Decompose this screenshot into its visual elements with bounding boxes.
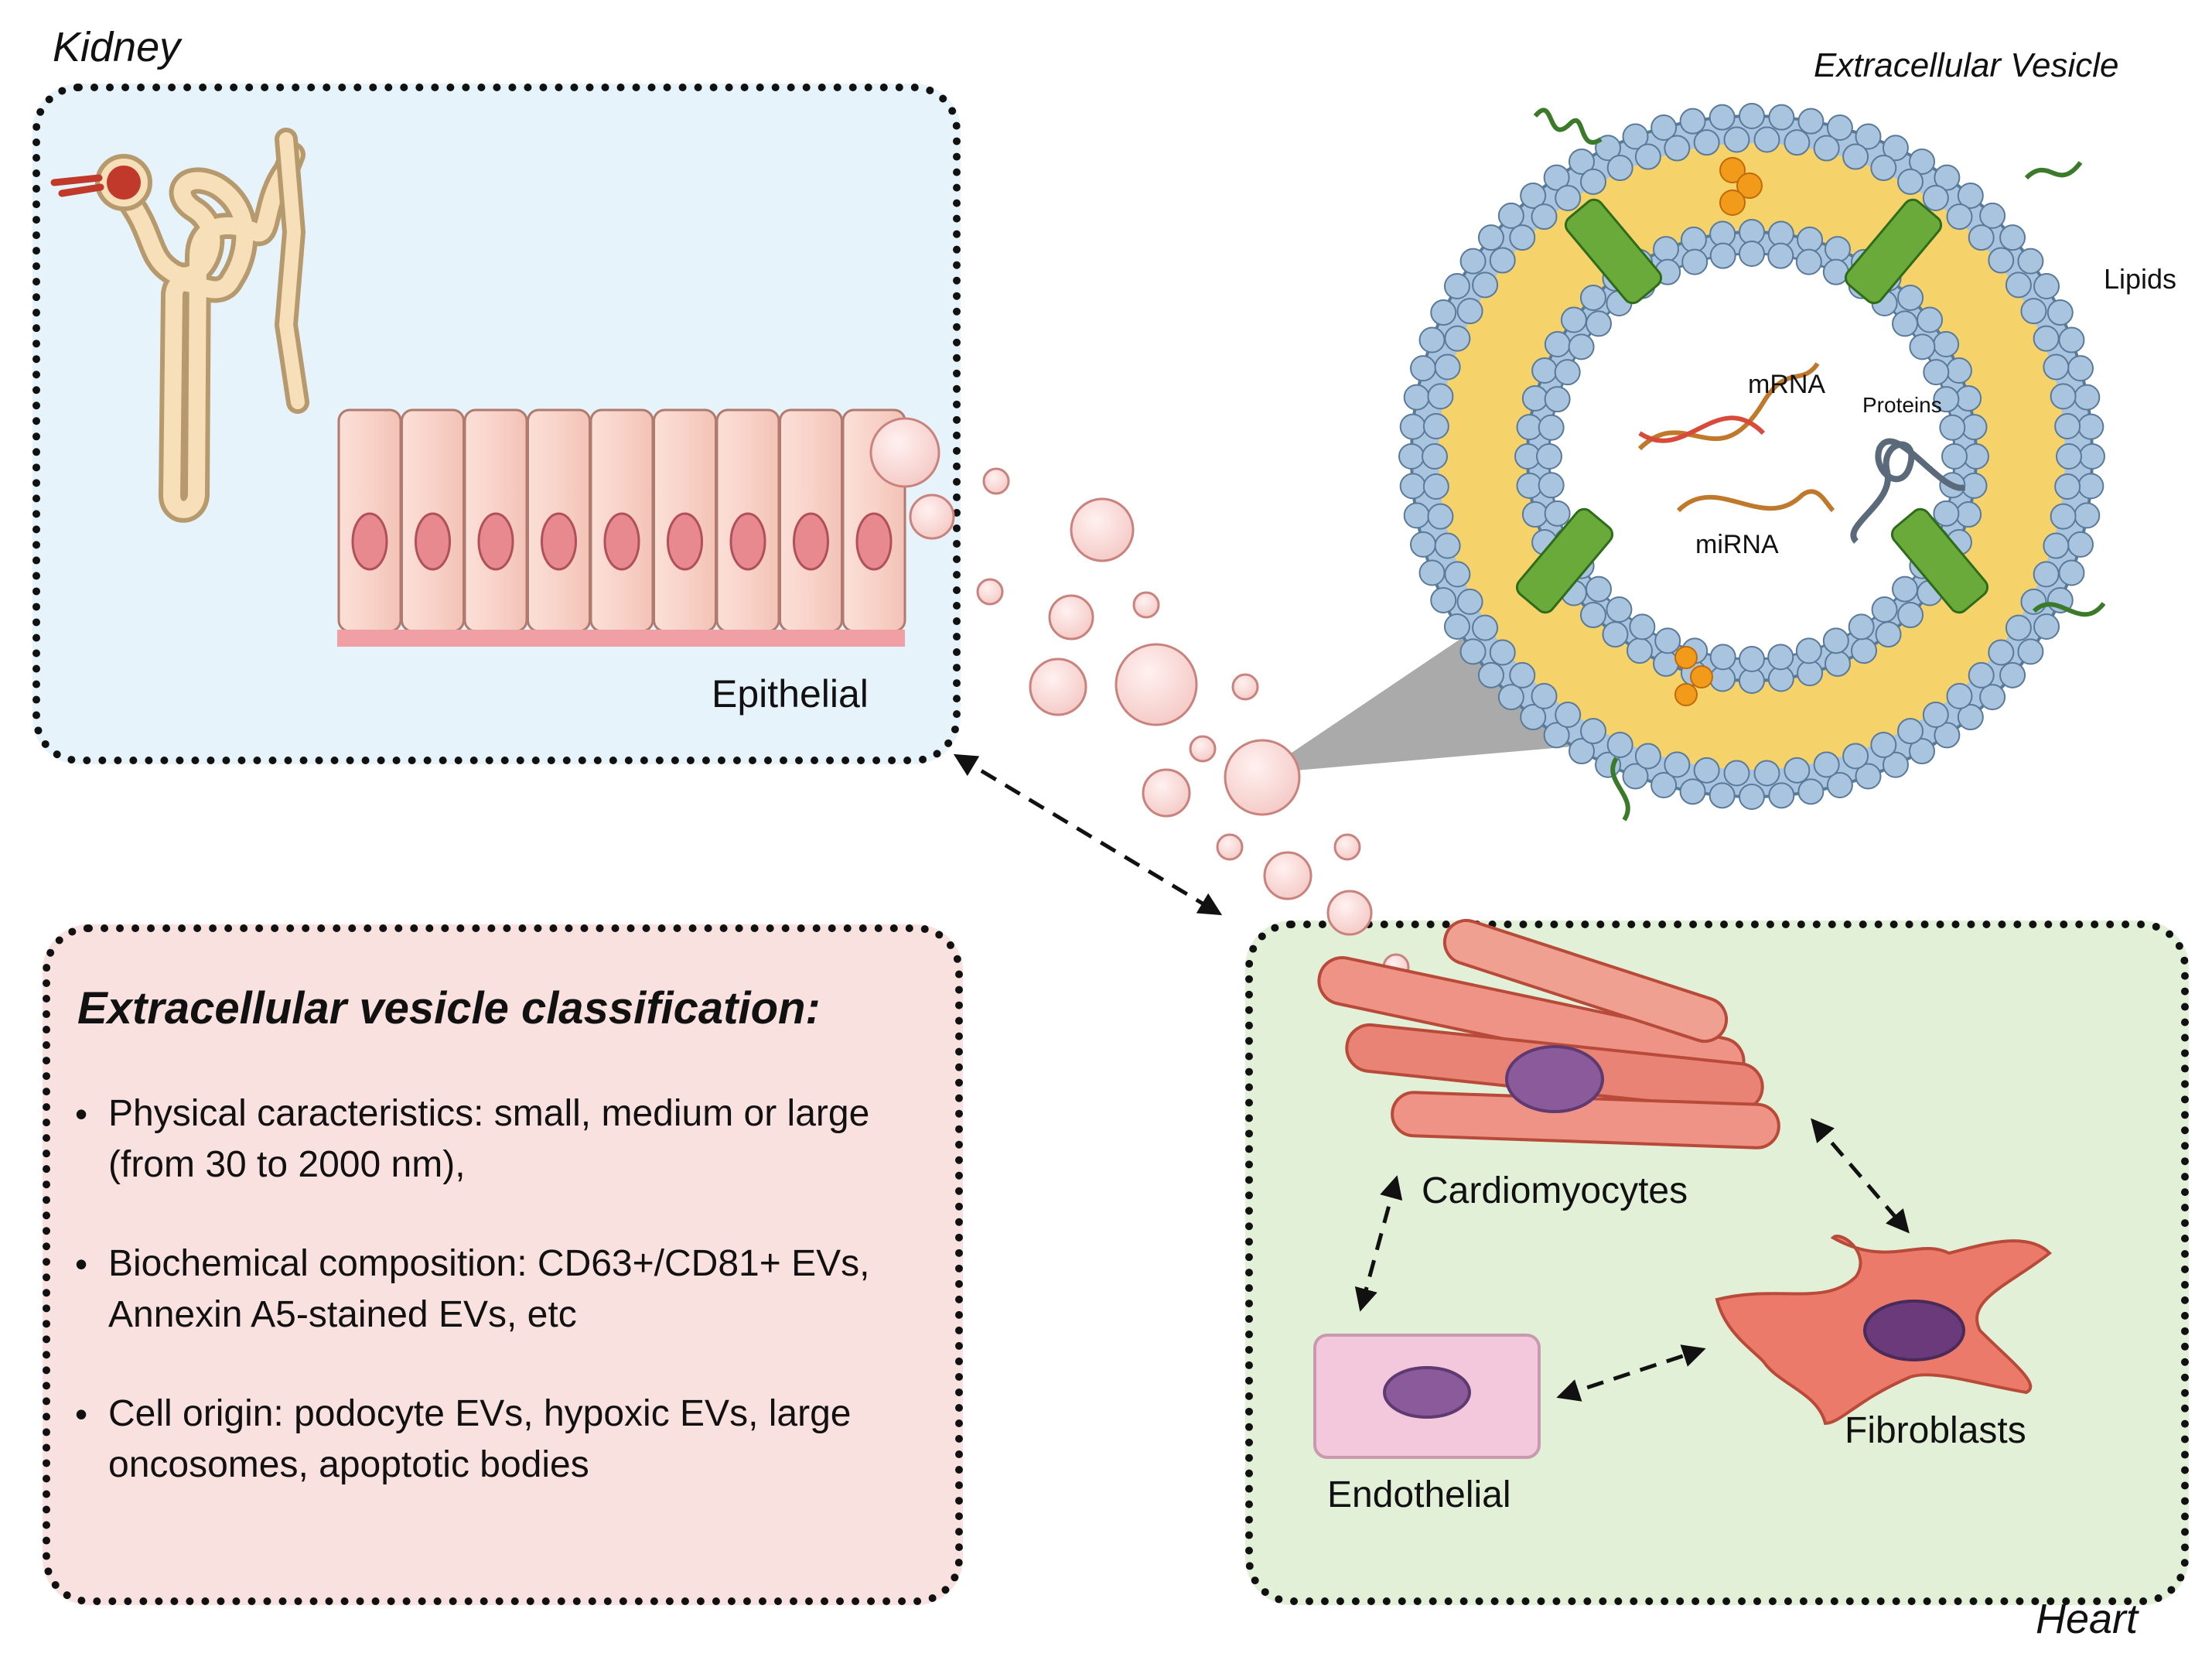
classification-text: Extracellular vesicle classification: • …: [54, 959, 944, 1539]
vesicle: [909, 494, 955, 540]
fibroblast-icon: [1715, 1235, 2052, 1426]
classification-item: • Biochemical composition: CD63+/CD81+ E…: [54, 1238, 944, 1341]
vesicle: [1189, 735, 1217, 763]
membrane-protein-icons: [1515, 198, 1989, 614]
lipids-label: Lipids: [2104, 263, 2177, 295]
classification-item: • Cell origin: podocyte EVs, hypoxic EVs…: [54, 1389, 944, 1491]
vesicle: [1216, 833, 1244, 861]
vesicle: [1132, 591, 1160, 619]
vesicle: [1263, 851, 1313, 900]
cardiomyocyte-icon: [1317, 918, 1780, 1149]
proteins-icon: [1850, 438, 1966, 544]
cell-nucleus: [793, 512, 829, 571]
bullet-mark: •: [74, 1094, 88, 1134]
cholesterol-icons: [1674, 157, 1763, 706]
epithelial-label: Epithelial: [712, 672, 869, 716]
vesicle-cross-section-icon: [1261, 103, 2106, 822]
kidney-label: Kidney: [53, 24, 181, 70]
classification-panel: [43, 924, 963, 1605]
classification-item-text: Biochemical composition: CD63+/CD81+ EVs…: [108, 1243, 870, 1335]
mrna-icon: [1637, 362, 1820, 451]
cell-nucleus: [855, 512, 893, 571]
released-vesicles: [869, 417, 1410, 981]
classification-item: • Physical caracteristics: small, medium…: [54, 1088, 944, 1190]
cell-nucleus: [603, 512, 640, 571]
bullet-mark: •: [74, 1394, 88, 1434]
mirna-icon: [1676, 489, 1835, 513]
endothelial-label: Endothelial: [1327, 1474, 1511, 1515]
mrna-label: mRNA: [1748, 370, 1826, 399]
vesicle: [1048, 594, 1094, 640]
endothelial-cell-icon: [1313, 1334, 1541, 1459]
fibroblasts-label: Fibroblasts: [1845, 1410, 2026, 1451]
vesicle: [1029, 658, 1087, 716]
cell-nucleus: [415, 512, 451, 571]
classification-item-text: Cell origin: podocyte EVs, hypoxic EVs, …: [108, 1393, 852, 1485]
epithelial-cells-icon: [337, 408, 906, 647]
mirna-label: miRNA: [1695, 530, 1779, 559]
bullet-mark: •: [74, 1244, 88, 1284]
vesicle: [1070, 497, 1135, 562]
vesicle: [1231, 673, 1259, 701]
vesicle: [1326, 890, 1373, 936]
vesicle: [1115, 643, 1198, 726]
cell-nucleus: [351, 512, 388, 571]
cell-nucleus: [667, 512, 703, 571]
vesicle: [869, 417, 940, 488]
nephron-icon: [50, 128, 309, 523]
proteins-label: Proteins: [1862, 393, 1942, 417]
vesicle: [976, 578, 1004, 606]
glycan-icons: [1533, 108, 2106, 822]
vesicle: [1224, 739, 1301, 816]
heart-label: Heart: [2036, 1596, 2139, 1642]
cardiomyocytes-label: Cardiomyocytes: [1422, 1170, 1688, 1211]
extracellular-vesicle-label: Extracellular Vesicle: [1814, 46, 2119, 84]
cell-nucleus: [477, 512, 514, 571]
vesicle: [1333, 833, 1361, 861]
vesicle: [982, 467, 1010, 495]
cell-nucleus: [729, 512, 766, 571]
vesicle: [1142, 768, 1191, 818]
classification-title: Extracellular vesicle classification:: [77, 983, 821, 1033]
classification-item-text: Physical caracteristics: small, medium o…: [108, 1093, 870, 1185]
interaction-arrows: [953, 753, 1910, 1402]
cell-nucleus: [541, 512, 577, 571]
